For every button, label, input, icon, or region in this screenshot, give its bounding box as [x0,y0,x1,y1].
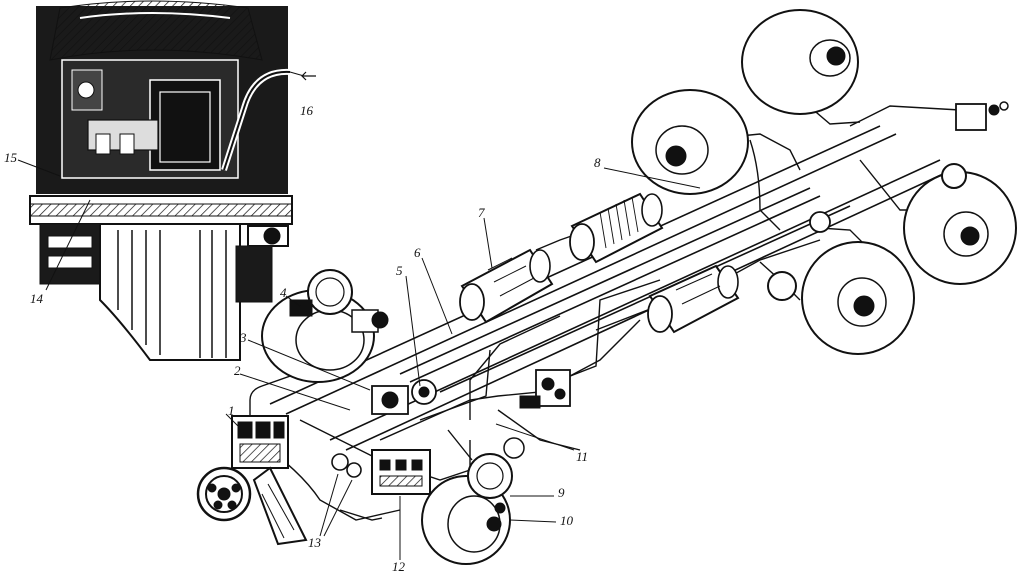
air-receivers [459,192,740,334]
label-leader-lines [225,167,701,560]
label-7: 7 [478,205,485,220]
rear-wheel-right-1 [801,241,915,355]
label-5: 5 [396,263,403,278]
chassis-frame [269,125,957,451]
label-12: 12 [392,559,405,574]
label-16: 16 [300,103,313,118]
rear-wheels [631,9,1017,355]
receiver-front-right [569,192,664,264]
front-left-wheel [261,269,389,383]
label-4: 4 [280,285,287,300]
label-6: 6 [414,245,421,260]
central-valve-block [519,369,571,409]
brake-valve-assembly [331,379,437,495]
label-8: 8 [594,155,601,170]
label-2: 2 [234,363,241,378]
label-3: 3 [240,330,247,345]
label-10: 10 [560,513,573,528]
front-right-wheel [421,437,525,565]
receiver-rear [647,264,740,334]
label-11: 11 [576,449,589,464]
receiver-front-left [459,248,554,324]
rear-wheel-right-2 [903,171,1017,285]
air-compressor [196,415,308,546]
rear-wheel-left-2 [741,9,859,115]
rear-wheel-left-1 [631,89,749,195]
label-9: 9 [558,485,565,500]
label-15: 15 [4,150,17,165]
label-13: 13 [308,535,321,550]
label-14: 14 [30,291,43,306]
label-1: 1 [228,403,235,418]
wheel-hub-section-inset [17,0,316,361]
